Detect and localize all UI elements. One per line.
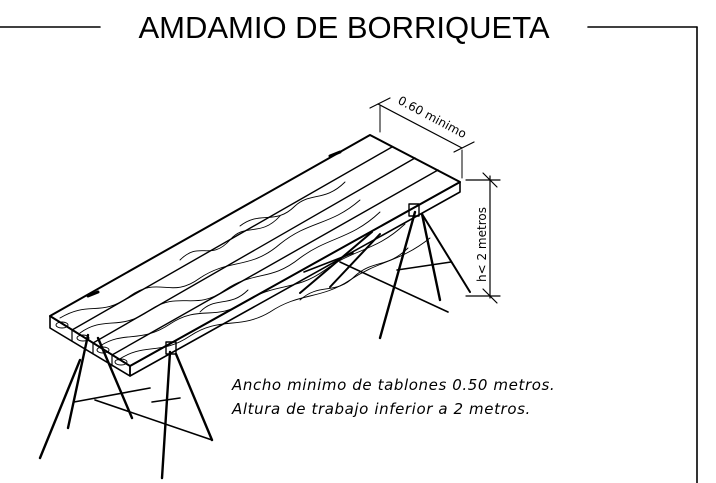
height-dimension-label: h< 2 metros (475, 207, 489, 282)
note-line-1: Ancho minimo de tablones 0.50 metros. (231, 376, 555, 394)
width-dimension-label: 0.60 minimo (396, 93, 469, 141)
height-dimension: h< 2 metros (465, 172, 501, 304)
plank-deck (49, 134, 461, 377)
frame-border (0, 26, 698, 483)
scaffold-illustration (38, 134, 471, 480)
width-dimension: 0.60 minimo (369, 93, 475, 179)
page-title: AMDAMIO DE BORRIQUETA (138, 10, 549, 45)
note-line-2: Altura de trabajo inferior a 2 metros. (231, 400, 531, 418)
front-trestle (38, 333, 214, 480)
